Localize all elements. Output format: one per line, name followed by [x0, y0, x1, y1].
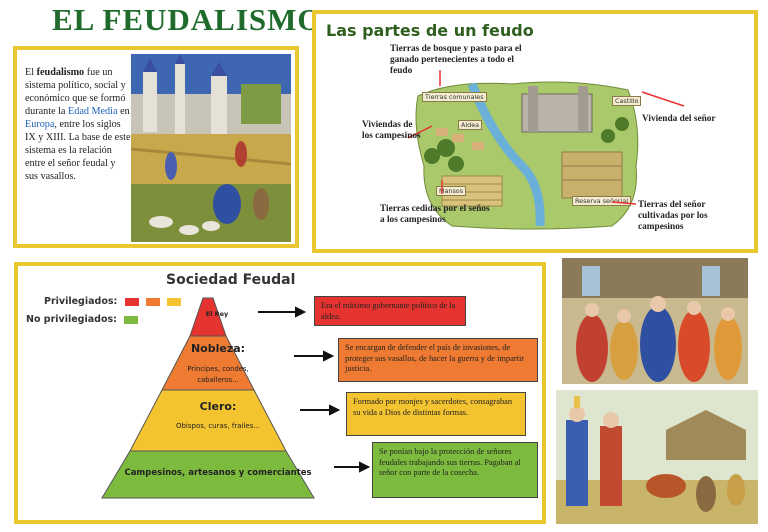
- map-tag-mansos: Mansos: [436, 186, 467, 196]
- nobleza-sub: Príncipes, condes, caballeros...: [187, 365, 249, 384]
- medieval-people-illustration: [556, 390, 758, 524]
- pyramid: [101, 297, 315, 499]
- legend-privilegiados: Privilegiados:: [44, 296, 182, 307]
- sociedad-box: Sociedad Feudal Privilegiados: No privil…: [14, 262, 546, 524]
- legend-swatch-green: [124, 315, 139, 324]
- intro-text-part: El: [25, 67, 37, 78]
- clero-label: Clero:: [199, 400, 237, 413]
- intro-text-part: en: [117, 106, 130, 117]
- label-bosque: Tierras de bosque y pasto para el ganado…: [390, 44, 522, 76]
- europa-link[interactable]: Europa: [25, 119, 55, 130]
- legend-privilegiados-label: Privilegiados:: [44, 296, 118, 307]
- edad-media-link[interactable]: Edad Media: [68, 106, 118, 117]
- feudo-title: Las partes de un feudo: [326, 21, 534, 40]
- royal-court-painting: [562, 258, 748, 384]
- intro-box: El feudalismo fue un sistema político, s…: [13, 46, 299, 248]
- desc-nobleza: Se encargan de defender el país de invas…: [338, 338, 538, 382]
- feudo-pointer-lines: [407, 70, 685, 205]
- feudo-box: Las partes de un feudo Tierras comunales: [312, 10, 758, 253]
- label-vivienda-senor: Vivienda del señor: [642, 114, 716, 124]
- legend-no-privilegiados: No privilegiados:: [26, 314, 139, 325]
- map-tag-reserva: Reserva señorial: [572, 196, 632, 206]
- legend-swatch-orange: [145, 297, 160, 306]
- intro-text-part: fue un sistema político, social y económ…: [25, 67, 126, 117]
- desc-clero: Formado por monjes y sacerdotes, consagr…: [346, 392, 526, 436]
- sociedad-title: Sociedad Feudal: [166, 272, 296, 288]
- pyramid-arrows: [258, 306, 371, 473]
- intro-text: El feudalismo fue un sistema político, s…: [25, 66, 131, 183]
- desc-campesinos: Se ponían bajo la protección de señores …: [372, 442, 538, 498]
- feudo-map: Tierras comunales Aldea Castillo Mansos …: [412, 76, 644, 234]
- desc-rey: Era el máximo gobernante político de la …: [314, 296, 466, 326]
- campesinos-label: Campesinos, artesanos y comerciantes: [124, 468, 312, 478]
- legend-no-privilegiados-label: No privilegiados:: [26, 314, 117, 325]
- medieval-painting: [131, 54, 291, 242]
- clero-sub: Obispos, curas, frailes...: [175, 422, 261, 430]
- label-vivienda-campesinos: Viviendas de los campesinos: [362, 120, 421, 141]
- map-tag-aldea: Aldea: [458, 120, 483, 130]
- nobleza-label: Nobleza:: [190, 342, 246, 355]
- map-tag-castillo: Castillo: [612, 96, 642, 106]
- intro-text-part: , entre los siglos IX y XIII. La base de…: [25, 119, 131, 182]
- legend-swatch-yellow: [167, 297, 182, 306]
- page-title: EL FEUDALISMO: [52, 2, 323, 37]
- intro-keyword: feudalismo: [36, 67, 85, 78]
- pyramid-campesinos: [101, 450, 315, 499]
- label-tierras-cedidas: Tierras cedidas por el seños a los campe…: [380, 204, 490, 225]
- rey-label: El Rey: [205, 310, 229, 318]
- label-tierras-senor: Tierras del señor cultivadas por los cam…: [638, 200, 708, 232]
- map-tag-tierras-comunales: Tierras comunales: [422, 92, 487, 102]
- legend-swatch-red: [124, 297, 139, 306]
